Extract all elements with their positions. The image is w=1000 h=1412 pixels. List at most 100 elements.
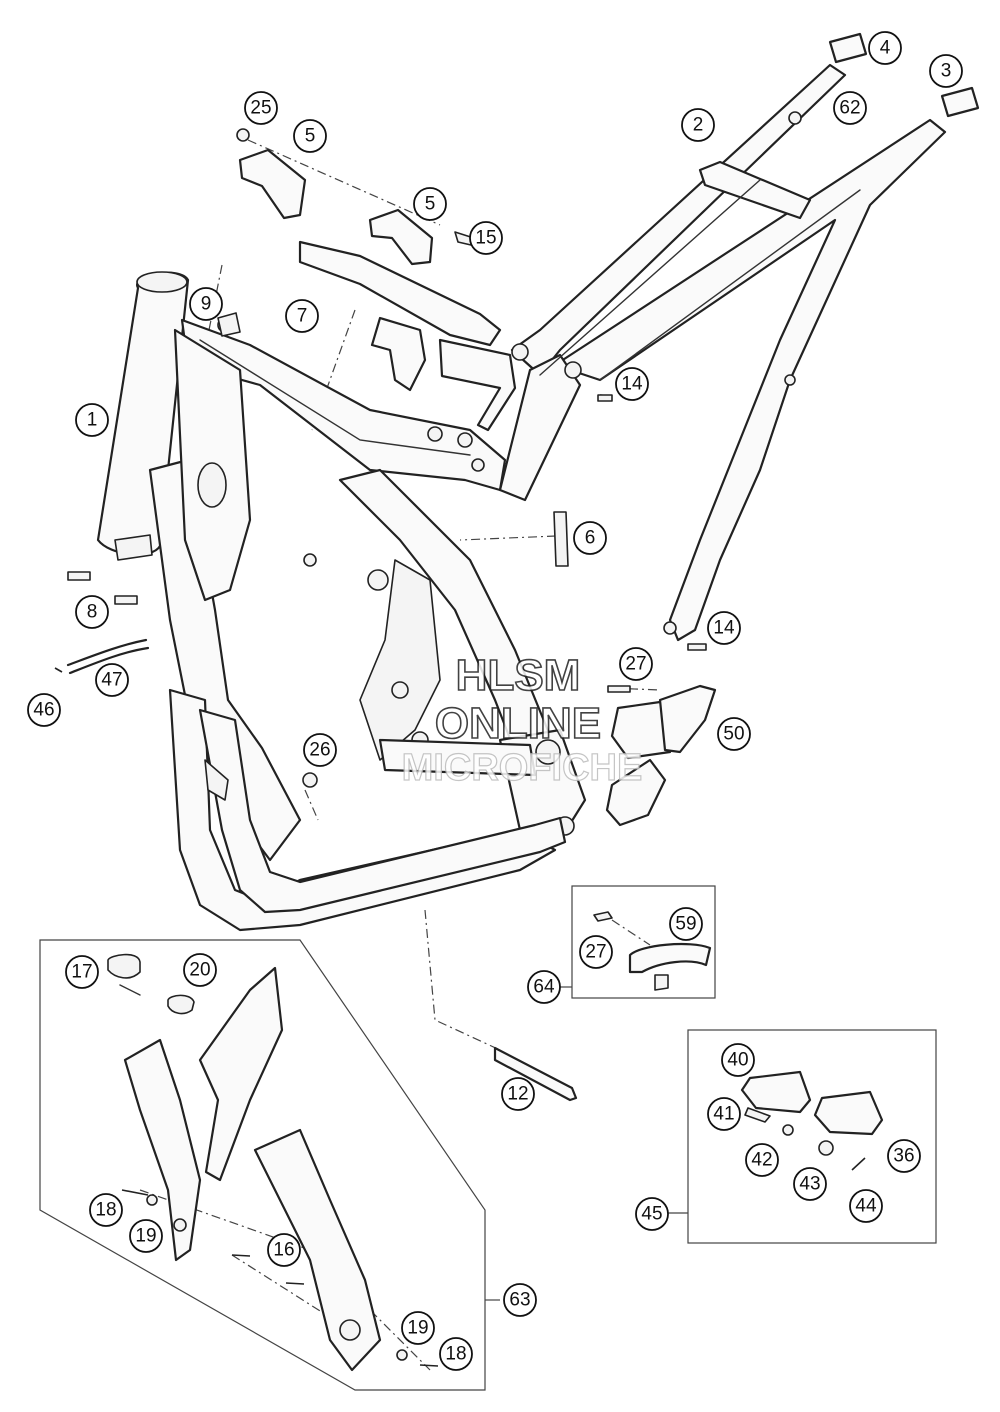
callouts: 1 2 3 4 5 5 6 7 8 9 12 14 14 15 16 17 18…: [27, 31, 963, 1371]
svg-text:36: 36: [893, 1146, 914, 1167]
chain-guide: [593, 911, 712, 991]
callout-26: 26: [303, 733, 337, 767]
svg-text:59: 59: [675, 914, 696, 935]
callout-12: 12: [501, 1077, 535, 1111]
svg-text:63: 63: [509, 1290, 530, 1311]
svg-text:46: 46: [33, 700, 54, 721]
callout-63: 63: [503, 1283, 537, 1317]
svg-text:18: 18: [95, 1200, 116, 1221]
watermark-line-1: HLSM: [456, 651, 581, 700]
callout-8: 8: [75, 595, 109, 629]
svg-text:47: 47: [101, 670, 122, 691]
callout-43: 43: [793, 1167, 827, 1201]
callout-27a: 27: [619, 647, 653, 681]
callout-25: 25: [244, 91, 278, 125]
svg-text:2: 2: [693, 115, 704, 136]
frame-protectors: [107, 953, 439, 1372]
group-box-footrests: [668, 1029, 937, 1244]
svg-text:62: 62: [839, 98, 860, 119]
svg-text:27: 27: [625, 654, 646, 675]
svg-text:7: 7: [297, 306, 308, 327]
watermark: HLSM ONLINE MICROFICHE: [401, 650, 643, 789]
watermark-line-3: MICROFICHE: [402, 747, 643, 789]
svg-text:4: 4: [880, 38, 891, 59]
subframe: [498, 63, 947, 642]
brackets: [238, 148, 434, 266]
callout-9: 9: [189, 287, 223, 321]
svg-text:42: 42: [751, 1150, 772, 1171]
svg-text:25: 25: [250, 98, 271, 119]
rear-pedal: [605, 684, 717, 827]
callout-4: 4: [868, 31, 902, 65]
callout-36: 36: [887, 1139, 921, 1173]
svg-text:50: 50: [723, 724, 744, 745]
svg-text:26: 26: [309, 740, 330, 761]
svg-text:12: 12: [507, 1084, 528, 1105]
svg-text:5: 5: [305, 126, 316, 147]
svg-text:64: 64: [533, 977, 555, 998]
svg-text:20: 20: [189, 960, 210, 981]
callout-20: 20: [183, 953, 217, 987]
callout-64: 64: [527, 970, 561, 1004]
callout-14a: 14: [615, 367, 649, 401]
svg-text:43: 43: [799, 1174, 820, 1195]
callout-14b: 14: [707, 611, 741, 645]
svg-text:19: 19: [135, 1226, 156, 1247]
svg-text:15: 15: [475, 228, 496, 249]
callout-44: 44: [849, 1189, 883, 1223]
callout-16: 16: [267, 1233, 301, 1267]
callout-47: 47: [95, 663, 129, 697]
svg-text:5: 5: [425, 194, 436, 215]
svg-text:40: 40: [727, 1050, 748, 1071]
svg-text:9: 9: [201, 294, 212, 315]
callout-1: 1: [75, 403, 109, 437]
callout-2: 2: [681, 108, 715, 142]
callout-27b: 27: [579, 935, 613, 969]
svg-text:8: 8: [87, 602, 98, 623]
svg-text:44: 44: [855, 1196, 877, 1217]
callout-59: 59: [669, 907, 703, 941]
svg-text:3: 3: [941, 61, 952, 82]
watermark-line-2: ONLINE: [435, 699, 601, 748]
seat-bracket: [298, 240, 517, 432]
callout-6: 6: [573, 521, 607, 555]
svg-text:14: 14: [621, 374, 643, 395]
svg-text:18: 18: [445, 1344, 466, 1365]
footrests: [740, 1070, 884, 1171]
main-frame: [96, 271, 587, 932]
clip: [217, 312, 241, 337]
callout-50: 50: [717, 717, 751, 751]
callout-45: 45: [635, 1197, 669, 1231]
callout-41: 41: [707, 1097, 741, 1131]
callout-18b: 18: [439, 1337, 473, 1371]
group-box-frame-protector: [39, 939, 500, 1391]
callout-18a: 18: [89, 1193, 123, 1227]
hose: [66, 638, 150, 675]
callout-15: 15: [469, 221, 503, 255]
chain-link: [553, 511, 569, 567]
svg-text:16: 16: [273, 1240, 294, 1261]
svg-text:27: 27: [585, 942, 606, 963]
callout-42: 42: [745, 1143, 779, 1177]
callout-3: 3: [929, 54, 963, 88]
end-caps: [828, 32, 980, 118]
callout-19b: 19: [401, 1311, 435, 1345]
callout-7: 7: [285, 299, 319, 333]
svg-text:19: 19: [407, 1318, 428, 1339]
axle-bolt: [493, 1046, 578, 1102]
svg-text:45: 45: [641, 1204, 662, 1225]
svg-text:6: 6: [585, 528, 596, 549]
svg-text:17: 17: [71, 962, 92, 983]
svg-text:14: 14: [713, 618, 735, 639]
callout-5a: 5: [293, 119, 327, 153]
svg-text:1: 1: [87, 410, 98, 431]
callout-5b: 5: [413, 187, 447, 221]
svg-text:41: 41: [713, 1104, 734, 1125]
group-box-chain-guide: [560, 885, 716, 999]
callout-19a: 19: [129, 1219, 163, 1253]
callout-40: 40: [721, 1043, 755, 1077]
callout-46: 46: [27, 693, 61, 727]
callout-17: 17: [65, 955, 99, 989]
callout-62: 62: [833, 91, 867, 125]
